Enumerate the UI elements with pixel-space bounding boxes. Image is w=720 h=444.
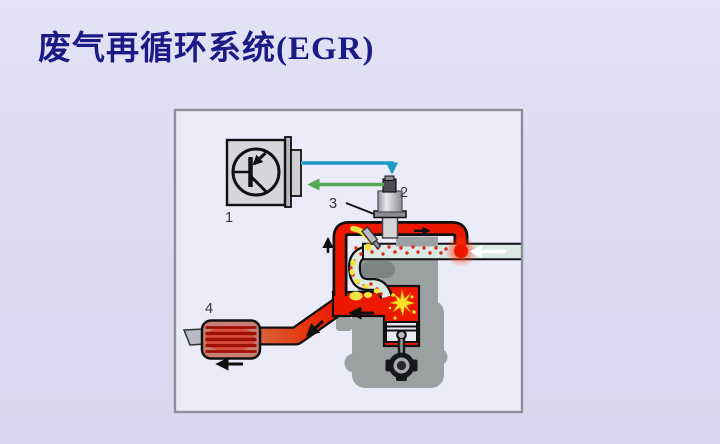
transistor-icon bbox=[231, 147, 281, 197]
callouts: 1 2 3 4 bbox=[205, 185, 408, 317]
exhaust-pipe-down-left-arrow bbox=[306, 319, 325, 337]
egr-pipe bbox=[332, 221, 469, 296]
piston-assembly bbox=[385, 321, 418, 381]
callout-2-egr-valve: 2 bbox=[400, 185, 408, 201]
callout-4-catalyst: 4 bbox=[205, 301, 213, 317]
ecu-box bbox=[225, 138, 287, 207]
diagram-panel-border bbox=[173, 108, 524, 414]
valve-stem bbox=[381, 215, 399, 239]
exhaust-pipe bbox=[252, 299, 345, 344]
callout-1-ecu: 1 bbox=[225, 210, 233, 226]
callout-3-flange: 3 bbox=[329, 196, 337, 212]
page-title: 废气再循环系统(EGR) bbox=[38, 31, 375, 67]
command-signal-wire bbox=[301, 161, 399, 175]
fuel-injector bbox=[361, 226, 382, 250]
crankshaft bbox=[385, 352, 418, 381]
callout-3-pointer-line bbox=[345, 202, 375, 215]
egr-hot-junction bbox=[445, 235, 477, 267]
ecu-control-unit bbox=[225, 136, 399, 208]
spark-icon bbox=[388, 289, 416, 320]
valve-body bbox=[377, 190, 403, 213]
wrist-pin bbox=[396, 329, 407, 341]
catalytic-converter bbox=[200, 319, 262, 360]
exhaust-line bbox=[182, 297, 346, 360]
ecu-connector-plug bbox=[290, 149, 302, 197]
egr-valve bbox=[373, 175, 407, 239]
flow-arrows bbox=[215, 226, 506, 371]
port-divider bbox=[361, 261, 395, 278]
